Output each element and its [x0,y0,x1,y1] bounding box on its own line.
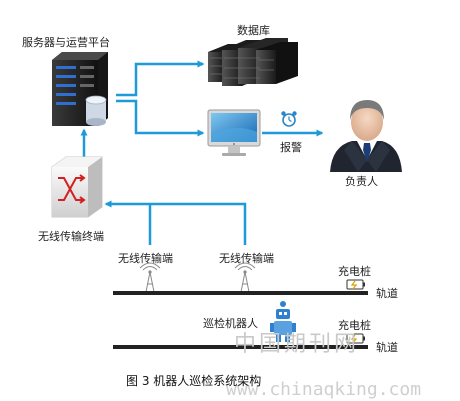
watermark-chinese: 中国期刊网 [234,332,359,357]
arrow-nodes-to-terminal [104,200,247,245]
antenna-icon [139,262,161,293]
robot-icon [270,301,296,342]
charger-1-label: 充电桩 [338,264,371,278]
charging-station-icon [346,333,365,344]
disk-icon [85,95,107,126]
database-label: 数据库 [237,23,270,37]
connectors [80,60,324,245]
watermark-url: www.chinaqking.com [226,379,421,400]
figure-caption: 图 3 机器人巡检系统架构 [126,373,261,388]
antenna-icon [234,262,256,293]
server-label: 服务器与运营平台 [22,35,110,49]
router-cross-arrows-icon [58,174,86,204]
person-label: 负责人 [345,174,378,188]
track-rail-1 [113,291,368,295]
monitor-icon [207,109,261,156]
database-icon [208,38,298,86]
server-icon [52,52,108,126]
alarm-clock-icon [281,111,297,127]
wireless-terminal-icon [51,156,103,218]
track-rail-2 [113,345,368,349]
charger-2-label: 充电桩 [338,318,371,332]
wireless-node-2-label: 无线传输端 [219,251,274,265]
person-icon [330,100,402,172]
wireless-node-1-label: 无线传输端 [118,251,173,265]
track-2-label: 轨道 [376,340,398,354]
charging-station-icon [346,279,365,290]
robot-label: 巡检机器人 [203,316,258,330]
wireless-terminal-label: 无线传输终端 [38,229,104,243]
arrow-server-to-monitor [116,99,205,137]
alarm-label: 报警 [280,140,302,154]
arrow-server-to-database [116,60,205,97]
track-1-label: 轨道 [376,286,398,300]
rack-4 [256,42,298,84]
